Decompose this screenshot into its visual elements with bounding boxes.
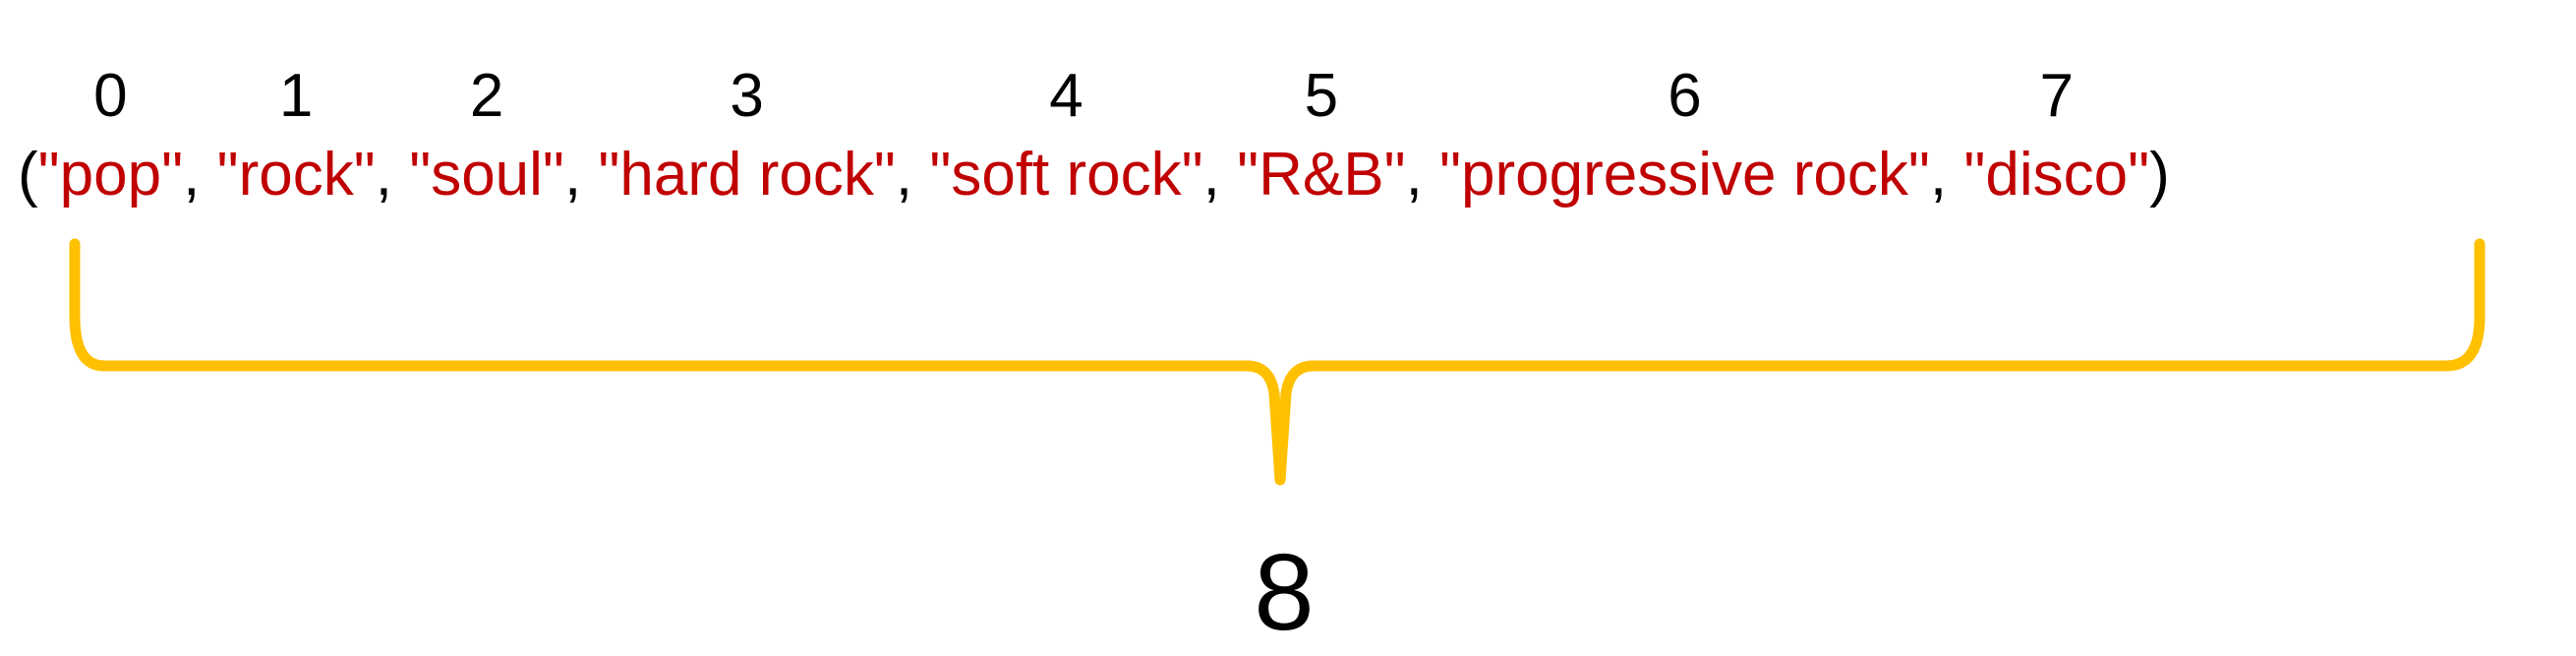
open-paren: ( [18,141,38,209]
index-label: 6 [1668,62,1701,130]
separator: , [896,141,929,209]
tuple-element: "progressive rock" [1439,141,1930,209]
tuple-element: "R&B" [1237,141,1406,209]
close-paren: ) [2149,141,2170,209]
curly-brace-icon [69,238,2486,486]
index-label: 1 [279,62,313,130]
tuple-element: "hard rock" [598,141,895,209]
tuple-length-label: 8 [1254,532,1314,653]
index-label: 2 [470,62,503,130]
separator: , [376,141,409,209]
index-label: 0 [93,62,127,130]
index-label: 4 [1049,62,1083,130]
tuple-element: "rock" [217,141,376,209]
separator: , [1203,141,1237,209]
separator: , [1930,141,1963,209]
tuple-element: "soul" [409,141,564,209]
separator: , [1406,141,1439,209]
separator: , [183,141,216,209]
tuple-element: "pop" [38,141,183,209]
tuple-element: "soft rock" [929,141,1202,209]
index-label: 5 [1305,62,1338,130]
index-label: 7 [2040,62,2074,130]
tuple-element: "disco" [1963,141,2149,209]
tuple-literal: ("pop", "rock", "soul", "hard rock", "so… [18,141,2170,209]
index-row: 0 1 2 3 4 5 6 7 [93,62,2074,130]
separator: , [564,141,598,209]
index-label: 3 [730,62,763,130]
